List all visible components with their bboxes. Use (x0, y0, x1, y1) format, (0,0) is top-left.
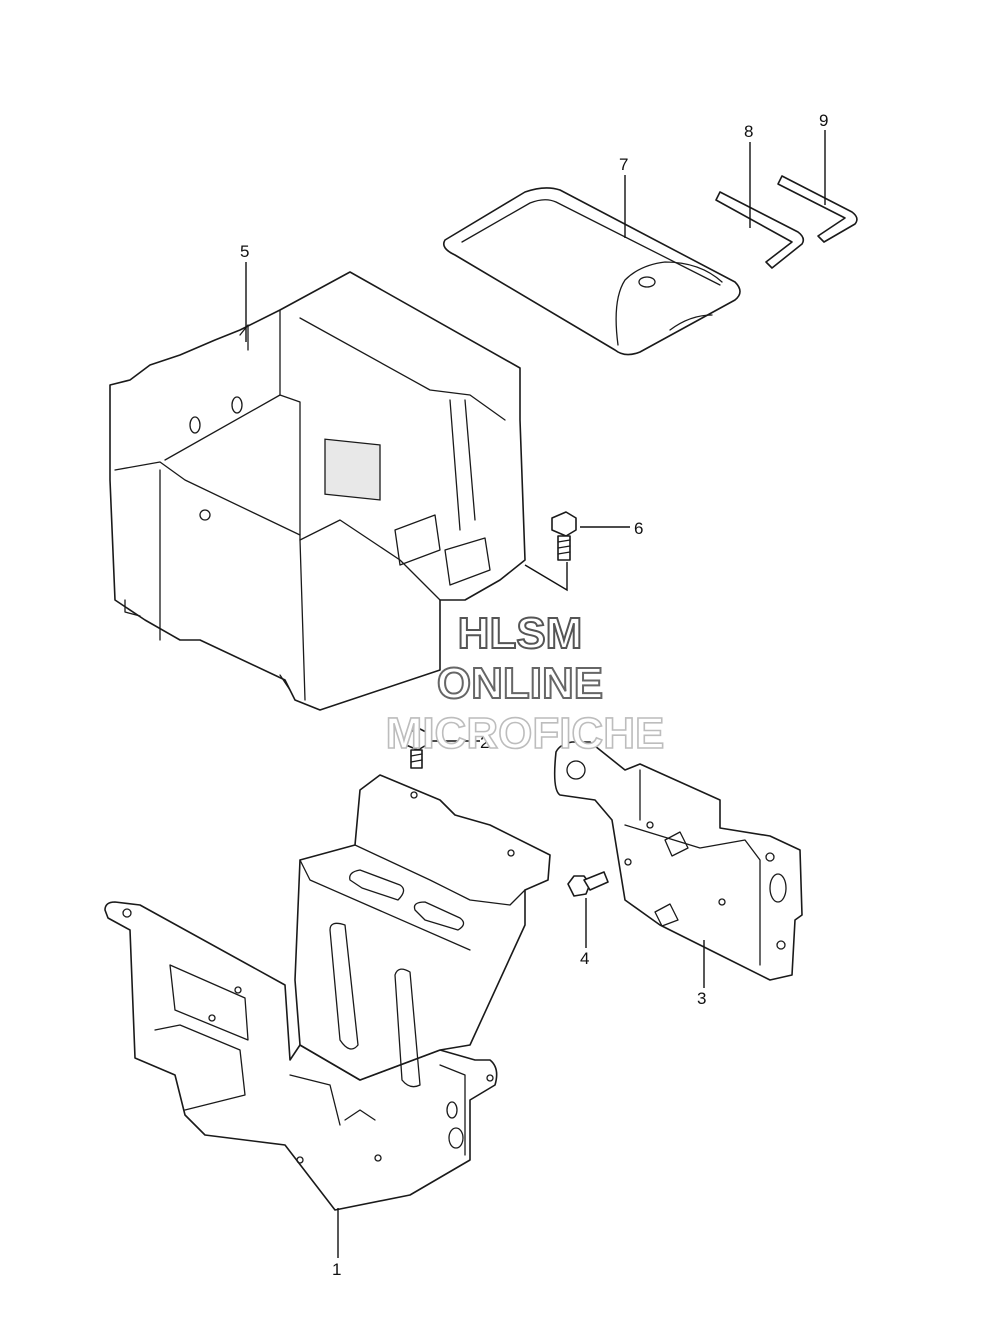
callout-4: 4 (580, 949, 589, 968)
callout-3: 3 (697, 989, 706, 1008)
watermark: HLSM ONLINE MICROFICHE (385, 608, 665, 759)
watermark-line-2: ONLINE (437, 659, 603, 708)
leader-lines (245, 130, 826, 1258)
part-3-bracket (553, 741, 803, 981)
part-7-cover-pad (442, 187, 741, 356)
callout-8: 8 (744, 122, 753, 141)
part-9-hex-key (777, 175, 858, 243)
callout-9: 9 (819, 111, 828, 130)
watermark-line-3: MICROFICHE (386, 709, 665, 758)
callout-1: 1 (332, 1260, 341, 1279)
callout-5: 5 (240, 242, 249, 261)
callout-2: 2 (480, 733, 489, 752)
part-5-battery-box (109, 271, 526, 711)
callout-6: 6 (634, 519, 643, 538)
part-6-bolt (551, 511, 577, 561)
callout-labels: 1 2 3 4 5 6 7 8 9 (240, 111, 828, 1279)
part-8-hex-key (715, 191, 805, 269)
callout-7: 7 (619, 155, 628, 174)
part-1-carrier (104, 774, 551, 1211)
part-2-bolt (405, 727, 429, 769)
watermark-line-1: HLSM (458, 609, 583, 658)
part-4-bolt (567, 871, 609, 897)
